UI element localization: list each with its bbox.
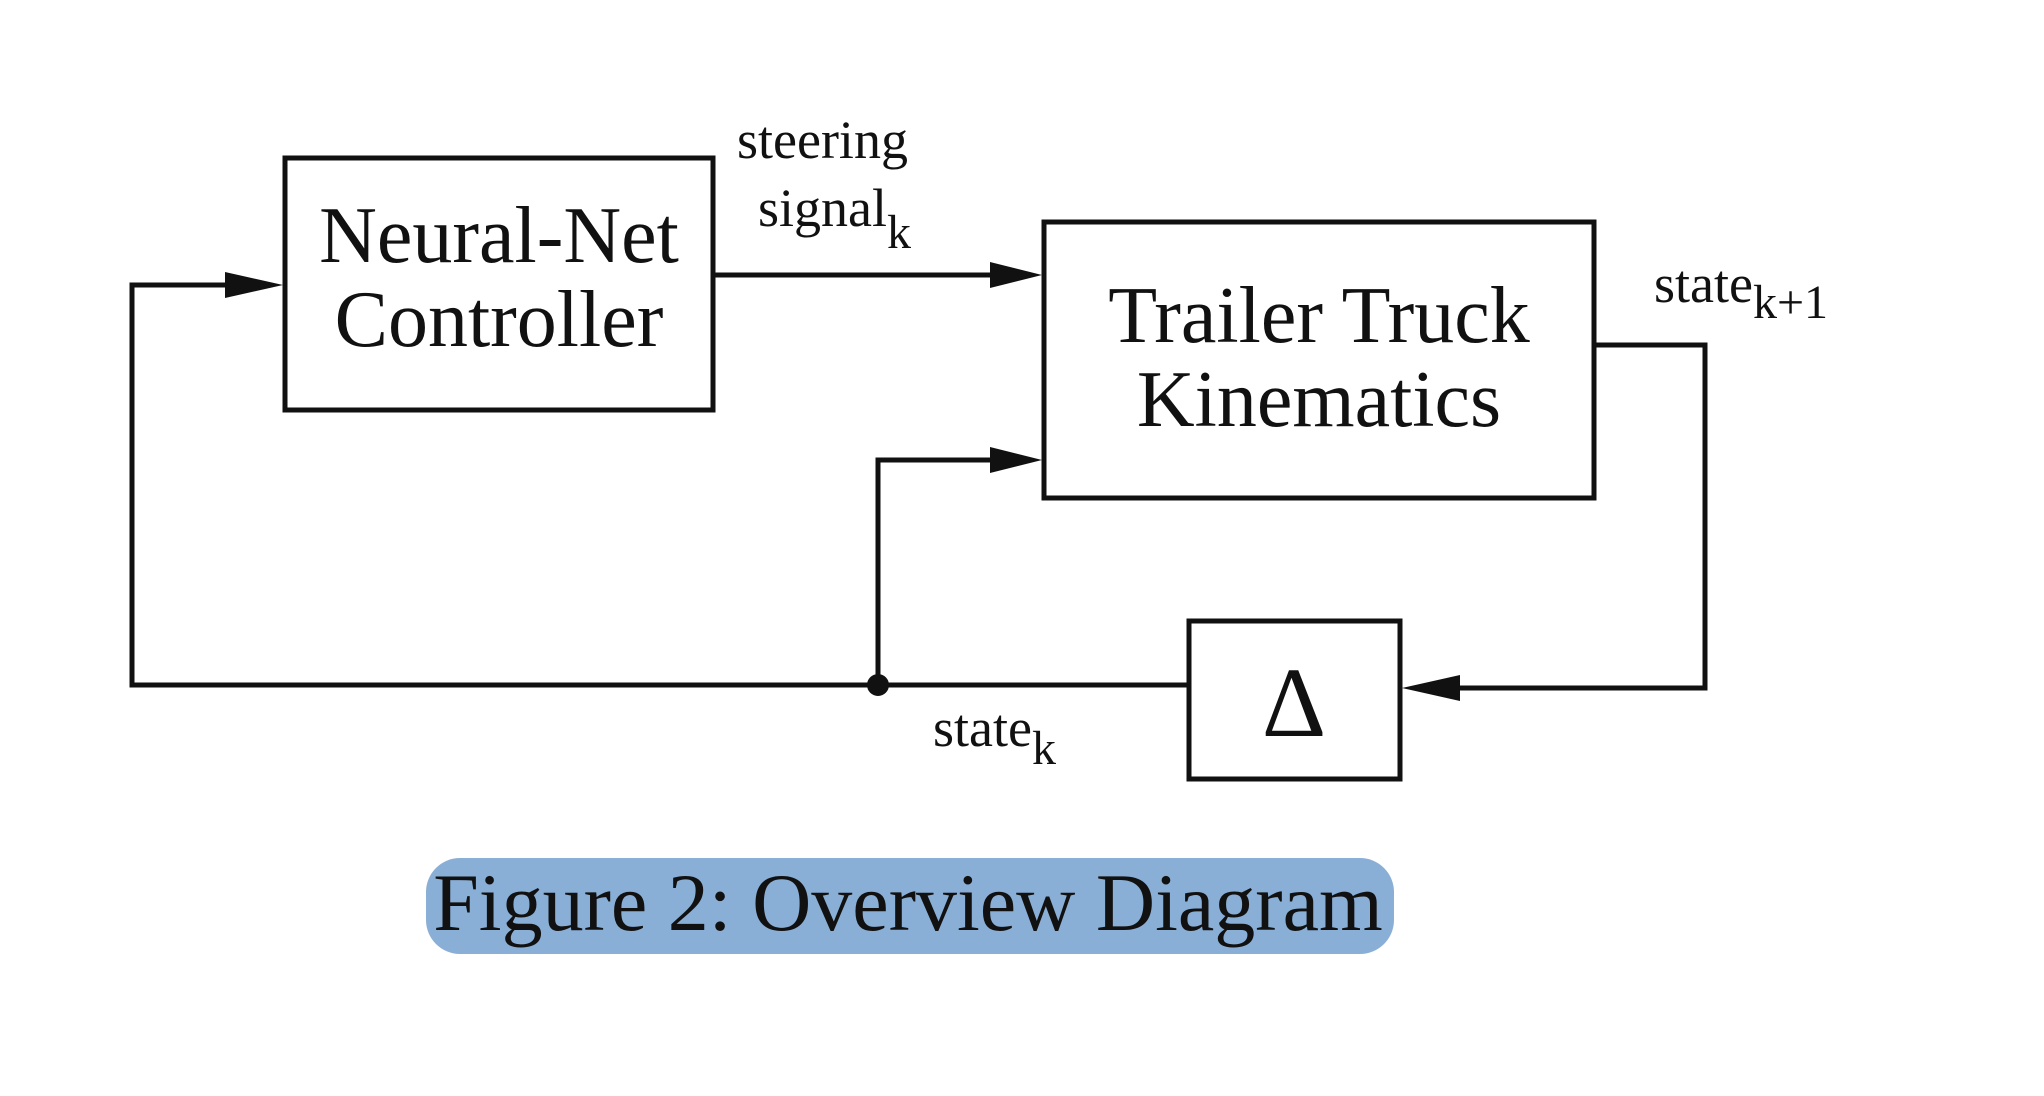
branch-junction-dot xyxy=(867,674,889,696)
state-to-plant-wire xyxy=(875,457,990,685)
state-next-arrowhead xyxy=(1402,675,1460,701)
controller-label-line2: Controller xyxy=(335,276,664,364)
state-next-label-base: state xyxy=(1654,254,1753,314)
controller-label-line1: Neural-Net xyxy=(319,192,679,280)
state-current-label-subscript: k xyxy=(1032,722,1056,775)
steering-label-subscript: k xyxy=(887,206,911,259)
state-next-wire xyxy=(1460,342,1708,691)
delay-block xyxy=(1186,618,1403,782)
state-next-label: statek+1 xyxy=(1654,254,1828,329)
figure-caption: Figure 2: Overview Diagram xyxy=(433,857,1383,948)
state-current-label-base: state xyxy=(933,698,1032,758)
delta-symbol: Δ xyxy=(1262,647,1326,758)
steering-signal-arrowhead xyxy=(990,262,1042,288)
state-next-label-subscript: k+1 xyxy=(1753,276,1828,329)
state-feedback-wire xyxy=(129,282,1189,688)
steering-label-base: signal xyxy=(758,178,887,238)
plant-label-line2: Kinematics xyxy=(1137,356,1501,444)
steering-label-line1: steering xyxy=(737,110,908,170)
plant-block xyxy=(1041,219,1597,501)
caption-highlight xyxy=(426,858,1394,954)
steering-label-line2: signalk xyxy=(758,178,911,259)
plant-label-line1: Trailer Truck xyxy=(1108,272,1530,360)
controller-block xyxy=(282,155,716,413)
controller-input-arrowhead xyxy=(225,272,283,298)
plant-state-input-arrowhead xyxy=(990,447,1042,473)
state-current-label: statek xyxy=(933,698,1056,775)
